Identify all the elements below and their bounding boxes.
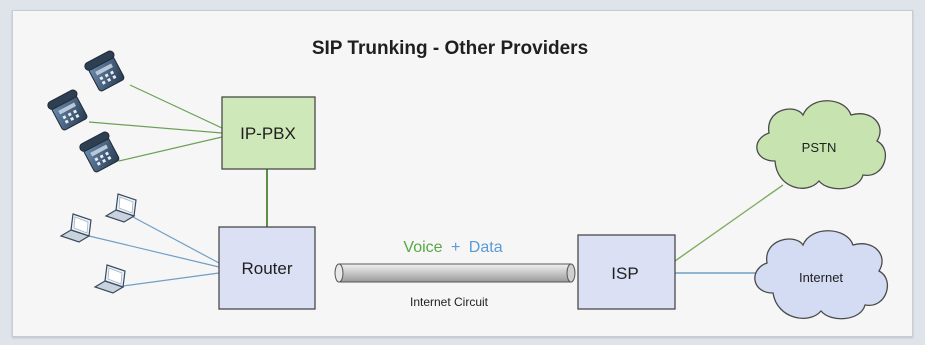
laptop-icon — [104, 193, 137, 223]
internet-label: Internet — [799, 270, 843, 285]
sip-trunking-diagram: SIP Trunking - Other Providers IP-PBX Ro… — [47, 38, 889, 320]
isp-label: ISP — [611, 264, 638, 283]
laptop-line-3 — [122, 272, 220, 287]
isp-box — [577, 234, 676, 310]
pstn-cloud: PSTN — [756, 100, 887, 190]
ip-pbx-node: IP-PBX — [221, 96, 316, 170]
isp-pstn-link — [674, 184, 784, 262]
pstn-cloud-shape — [756, 100, 887, 190]
desk-phone-icon — [47, 89, 88, 131]
phone-line-3 — [118, 136, 223, 162]
internet-cloud-shape — [754, 230, 889, 320]
laptop-line-2 — [88, 235, 220, 268]
router-label: Router — [241, 259, 292, 278]
pipe-body — [338, 263, 572, 283]
laptop-line-1 — [132, 216, 220, 264]
pstn-label: PSTN — [802, 140, 837, 155]
internet-circuit-caption: Internet Circuit — [410, 295, 489, 309]
pipe-left-end — [334, 263, 344, 283]
laptop-icon — [93, 264, 126, 294]
voice-data-label: Voice + Data — [403, 239, 502, 256]
plus-label: + — [451, 239, 460, 256]
internet-cloud: Internet — [754, 230, 889, 320]
desk-phone-icon — [79, 131, 120, 173]
ip-pbx-label: IP-PBX — [240, 124, 296, 143]
phone-line-2 — [88, 121, 223, 134]
desk-phone-icon — [84, 50, 125, 92]
pipe-right-end — [566, 263, 576, 283]
laptop-connections — [88, 216, 220, 287]
phone-connections — [88, 84, 223, 162]
internet-circuit-pipe — [334, 263, 576, 283]
diagram-frame: SIP Trunking - Other Providers IP-PBX Ro… — [12, 10, 913, 337]
router-node: Router — [218, 226, 316, 310]
voice-label: Voice — [403, 239, 442, 256]
diagram-title: SIP Trunking - Other Providers — [312, 38, 588, 59]
ip-pbx-box — [221, 96, 316, 170]
isp-node: ISP — [577, 234, 676, 310]
data-label: Data — [469, 239, 503, 256]
router-box — [218, 226, 316, 310]
laptop-icon — [59, 213, 92, 243]
phone-line-1 — [129, 84, 223, 129]
